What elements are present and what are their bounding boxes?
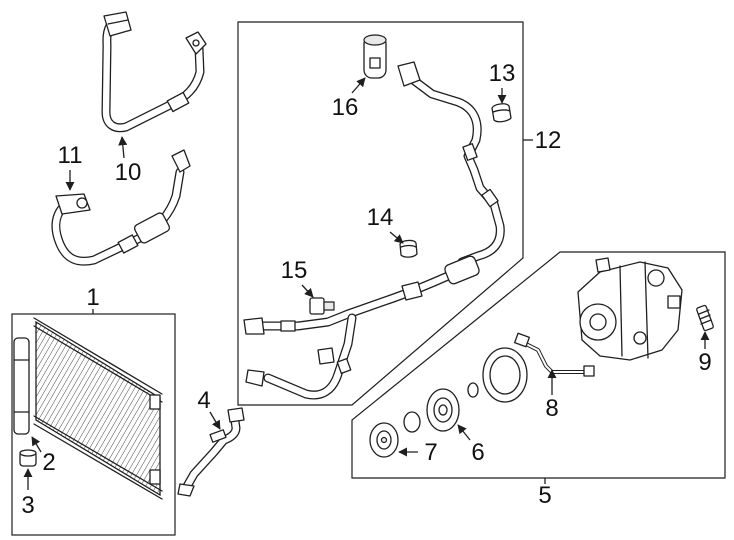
wire-connector: [583, 365, 595, 377]
hose-muffler: [133, 212, 171, 244]
part-12-hose-assembly: [243, 61, 500, 395]
compressor-port: [647, 269, 665, 287]
callout-15: 15: [281, 257, 308, 284]
part-11-hose: [56, 149, 191, 261]
tube-inner: [186, 414, 236, 488]
part-1-condenser: [33, 317, 163, 500]
sensor-body: [309, 297, 325, 315]
part-4-tube: [177, 407, 245, 497]
snap-ring: [467, 382, 479, 398]
compressor-body-seam: [619, 261, 649, 359]
part-2-receiver-drier: [13, 337, 30, 435]
drier-band: [13, 359, 30, 413]
callout-9: 9: [698, 349, 711, 376]
valve-top: [363, 34, 387, 46]
callout-4: 4: [197, 387, 210, 414]
coil-inner: [489, 355, 521, 395]
callout-12: 12: [535, 127, 562, 154]
part-6-pulley: [426, 388, 460, 432]
leader-15: [301, 284, 314, 298]
fitting-port: [76, 197, 88, 209]
snap-ring: [403, 411, 421, 433]
callout-3: 3: [21, 492, 34, 519]
leader-16: [351, 77, 366, 94]
compressor-mount: [633, 331, 647, 345]
valve-thread: [698, 309, 712, 325]
valve-port: [369, 57, 381, 69]
callout-14: 14: [367, 204, 394, 231]
callout-11: 11: [58, 142, 83, 169]
flange-hole: [192, 39, 200, 47]
leader-2: [31, 436, 42, 453]
cap-body: [399, 239, 418, 258]
plate-hub: [380, 436, 388, 444]
part-14-cap: [399, 239, 418, 258]
leader-14: [389, 231, 404, 244]
part-3-cap: [19, 449, 37, 467]
callout-6: 6: [471, 439, 484, 466]
hose-left-fitting: [243, 317, 265, 335]
hose-crimp-band: [336, 358, 352, 374]
tube-bracket: [209, 429, 227, 443]
box-compressor-group: [351, 251, 726, 479]
compressor-front-hub-inner: [589, 313, 607, 331]
condenser-side-bracket-top: [149, 394, 161, 410]
callout-13: 13: [489, 60, 516, 87]
hose-top-fitting-detail: [107, 19, 129, 25]
valve-body: [696, 304, 714, 332]
condenser-side-bracket-bottom: [149, 469, 161, 485]
hose-crimp-band: [117, 234, 139, 254]
drier-cylinder: [13, 337, 30, 435]
hose-clip: [317, 347, 335, 365]
hose-crimp-band: [280, 320, 296, 332]
leader-6: [457, 424, 471, 441]
tube-bottom-fitting: [177, 483, 195, 497]
compressor-connector: [595, 257, 611, 273]
part-8-wire: [514, 332, 595, 377]
hose-junction-block: [401, 281, 423, 301]
cap-body: [491, 103, 512, 123]
hose-end-flange: [171, 149, 191, 173]
callout-2: 2: [42, 449, 55, 476]
part-13-cap: [491, 103, 512, 123]
leader-10: [118, 136, 128, 159]
compressor-rear-port: [667, 295, 681, 309]
pulley-hub: [438, 404, 448, 416]
sensor-thread: [323, 301, 335, 311]
part-15-sensor: [309, 297, 335, 315]
cap-top: [19, 449, 37, 457]
hose-top-flange: [397, 61, 421, 87]
tube-top-fitting: [227, 407, 245, 423]
leader-4: [209, 411, 221, 430]
hose-bottom-fitting: [245, 369, 265, 387]
part-16-valve: [363, 34, 387, 79]
cap-edge: [492, 109, 511, 113]
callout-7: 7: [424, 439, 437, 466]
callout-1: 1: [86, 284, 99, 311]
callout-5: 5: [538, 482, 551, 509]
hose-muffler: [444, 255, 480, 285]
condenser-top-tank: [33, 317, 163, 403]
wire-inner: [525, 343, 589, 373]
field-coil: [482, 347, 528, 403]
condenser-core: [35, 320, 161, 497]
hose-crimp-band: [166, 91, 190, 113]
callout-10: 10: [115, 159, 142, 186]
condenser-bottom-tank: [33, 415, 163, 500]
callout-8: 8: [545, 395, 558, 422]
hose-top-fitting: [103, 11, 132, 37]
hose-inner: [408, 76, 500, 262]
box-hose-group: [237, 21, 524, 406]
part-9-relief-valve: [696, 304, 714, 332]
cap-edge: [400, 244, 417, 248]
part-10-hose: [103, 11, 207, 128]
wire-connector: [514, 332, 530, 348]
part-5-compressor: [577, 257, 683, 361]
hose-crimp-band: [462, 143, 478, 161]
part-7-clutch-plate: [369, 422, 399, 458]
hose-inner: [106, 20, 200, 128]
hose-crimp-band: [481, 188, 499, 208]
callout-16: 16: [332, 94, 359, 121]
